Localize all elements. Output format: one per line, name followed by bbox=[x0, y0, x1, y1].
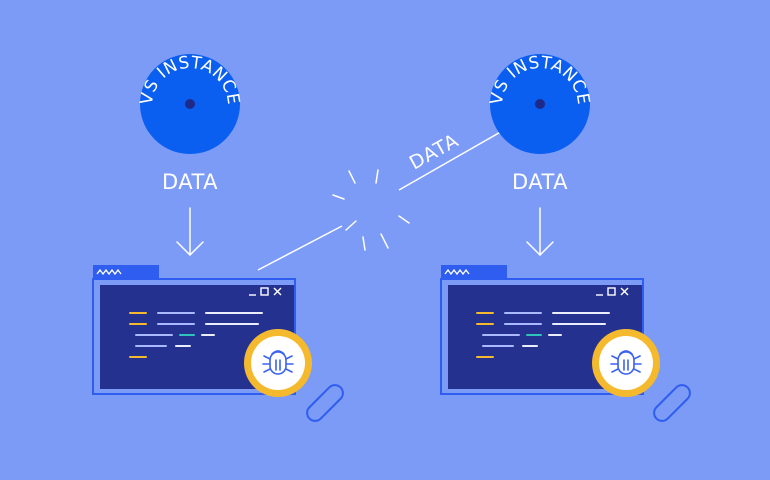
disc-center-left bbox=[185, 99, 195, 109]
magnifier-icon bbox=[244, 329, 344, 422]
magnifier-icon bbox=[592, 329, 691, 422]
code-window-left bbox=[92, 265, 344, 422]
code-window-right bbox=[440, 265, 691, 422]
bug-icon bbox=[610, 350, 642, 375]
right-group: VS INSTANCE DATA bbox=[440, 53, 691, 422]
data-label-left: DATA bbox=[162, 170, 218, 194]
wave-icon bbox=[444, 268, 470, 276]
close-icon[interactable] bbox=[273, 287, 282, 296]
window-tab-left bbox=[93, 265, 159, 279]
left-group: VS INSTANCE DATA bbox=[92, 53, 344, 422]
window-tab-right bbox=[441, 265, 507, 279]
disc-center-right bbox=[535, 99, 545, 109]
close-icon[interactable] bbox=[620, 287, 629, 296]
code-lines-right bbox=[476, 312, 610, 358]
bug-icon bbox=[262, 350, 294, 375]
maximize-icon[interactable] bbox=[607, 287, 616, 296]
data-label-right: DATA bbox=[512, 170, 568, 194]
window-controls-right bbox=[596, 287, 629, 296]
spark-icon bbox=[332, 169, 410, 251]
arrow-down-icon bbox=[176, 207, 204, 256]
link-line-lower bbox=[257, 225, 343, 271]
vs-instance-disc-left: VS INSTANCE bbox=[137, 53, 243, 154]
maximize-icon[interactable] bbox=[260, 287, 269, 296]
link-data-label: DATA bbox=[406, 129, 463, 174]
vs-instance-disc-right: VS INSTANCE bbox=[487, 53, 593, 154]
arrow-down-icon bbox=[526, 207, 554, 256]
window-controls-left bbox=[249, 287, 282, 296]
wave-icon bbox=[96, 268, 122, 276]
code-lines-left bbox=[129, 312, 263, 358]
